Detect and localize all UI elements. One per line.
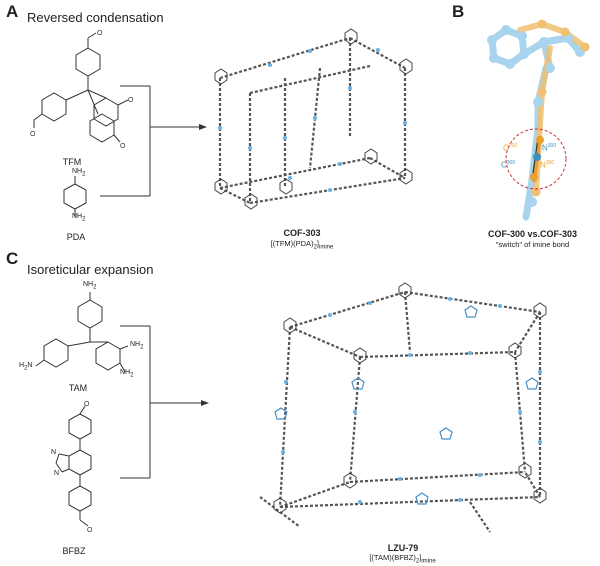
o-label: O bbox=[84, 401, 90, 408]
cof-303-framework bbox=[214, 28, 413, 210]
panel-title-a: Reversed condensation bbox=[27, 10, 164, 25]
formula-tail: imine bbox=[421, 558, 436, 565]
atom-label-n-top: N300 bbox=[542, 143, 556, 153]
caption-b-line1: COF-300 vs.COF-303 bbox=[487, 229, 578, 239]
n-label: N bbox=[51, 449, 57, 456]
atom-text: N bbox=[542, 143, 548, 153]
pda-structure bbox=[63, 176, 87, 217]
nh2-sub: 2 bbox=[140, 344, 144, 351]
molecule-label-bfbz: BFBZ bbox=[62, 546, 86, 556]
atom-text: N bbox=[540, 160, 546, 170]
nh2-text: NH bbox=[72, 168, 83, 175]
h2n-end: N bbox=[27, 362, 33, 369]
atom-sup: 300 bbox=[547, 143, 557, 149]
tam-structure bbox=[35, 292, 129, 373]
caption-cof-303-formula: [(TFM)(PDA)2]imine bbox=[247, 239, 357, 251]
o-label: O bbox=[30, 131, 36, 138]
imine-bond-overlay bbox=[487, 19, 590, 221]
nh2-label: NH2 bbox=[83, 281, 96, 290]
formula-sub: 2 bbox=[415, 558, 420, 565]
tfm-structure: O O O O bbox=[30, 30, 134, 150]
panel-letter-c: C bbox=[6, 249, 19, 268]
atom-label-c-top: C700 bbox=[503, 143, 517, 153]
o-label: O bbox=[120, 143, 126, 150]
nh2-sub: 2 bbox=[130, 372, 134, 379]
caption-lzu-79-formula: [(TAM)(BFBZ)2]imine bbox=[345, 553, 460, 565]
molecule-label-tfm: TFM bbox=[62, 157, 82, 167]
caption-cof-303-name: COF-303 bbox=[283, 228, 321, 238]
atom-sup: 300 bbox=[506, 160, 516, 166]
atom-label-c-bottom: C300 bbox=[501, 160, 515, 170]
nh2-label: NH2 bbox=[72, 168, 85, 177]
panel-letter-a: A bbox=[6, 2, 19, 21]
h2n-text: H bbox=[19, 362, 25, 369]
h2n-sub: 2 bbox=[24, 365, 28, 372]
formula-tail: imine bbox=[319, 244, 334, 251]
nh2-sub: 2 bbox=[82, 171, 86, 178]
nh2-sub: 2 bbox=[93, 284, 97, 291]
panel-letter-b: B bbox=[452, 2, 465, 21]
molecule-label-pda: PDA bbox=[66, 232, 86, 242]
nh2-text: NH bbox=[83, 281, 94, 288]
nh2-label: NH2 bbox=[120, 369, 133, 378]
formula-end: ] bbox=[419, 553, 422, 562]
nh2-sub: 2 bbox=[82, 216, 86, 223]
molecule-label-tam: TAM bbox=[68, 383, 88, 393]
o-label: O bbox=[128, 97, 134, 104]
panel-title-c: Isoreticular expansion bbox=[27, 262, 154, 277]
n-label: N bbox=[54, 470, 60, 477]
lzu-79-framework bbox=[259, 282, 547, 533]
formula-text: [(TFM)(PDA) bbox=[270, 239, 314, 248]
atom-sup: 300 bbox=[545, 160, 555, 166]
nh2-text: NH bbox=[72, 213, 83, 220]
atom-label-n-bottom: N300 bbox=[540, 160, 554, 170]
formula-end: ] bbox=[316, 239, 319, 248]
nh2-label: NH2 bbox=[130, 341, 143, 350]
nh2-text: NH bbox=[130, 341, 141, 348]
bfbz-structure: O O bbox=[55, 401, 93, 534]
nh2-label: NH2 bbox=[72, 213, 85, 222]
o-label: O bbox=[97, 30, 103, 37]
atom-text: C bbox=[503, 143, 509, 153]
nh2-text: NH bbox=[120, 369, 131, 376]
formula-sub: 2 bbox=[313, 244, 317, 251]
formula-text: [(TAM)(BFBZ) bbox=[369, 553, 416, 562]
caption-lzu-79-name: LZU-79 bbox=[387, 543, 419, 553]
h2n-label: H2N bbox=[19, 362, 32, 371]
o-label: O bbox=[87, 527, 93, 534]
caption-b-line2: "switch" of imine bond bbox=[495, 240, 570, 249]
atom-sup: 700 bbox=[508, 143, 518, 149]
atom-text: C bbox=[501, 160, 507, 170]
